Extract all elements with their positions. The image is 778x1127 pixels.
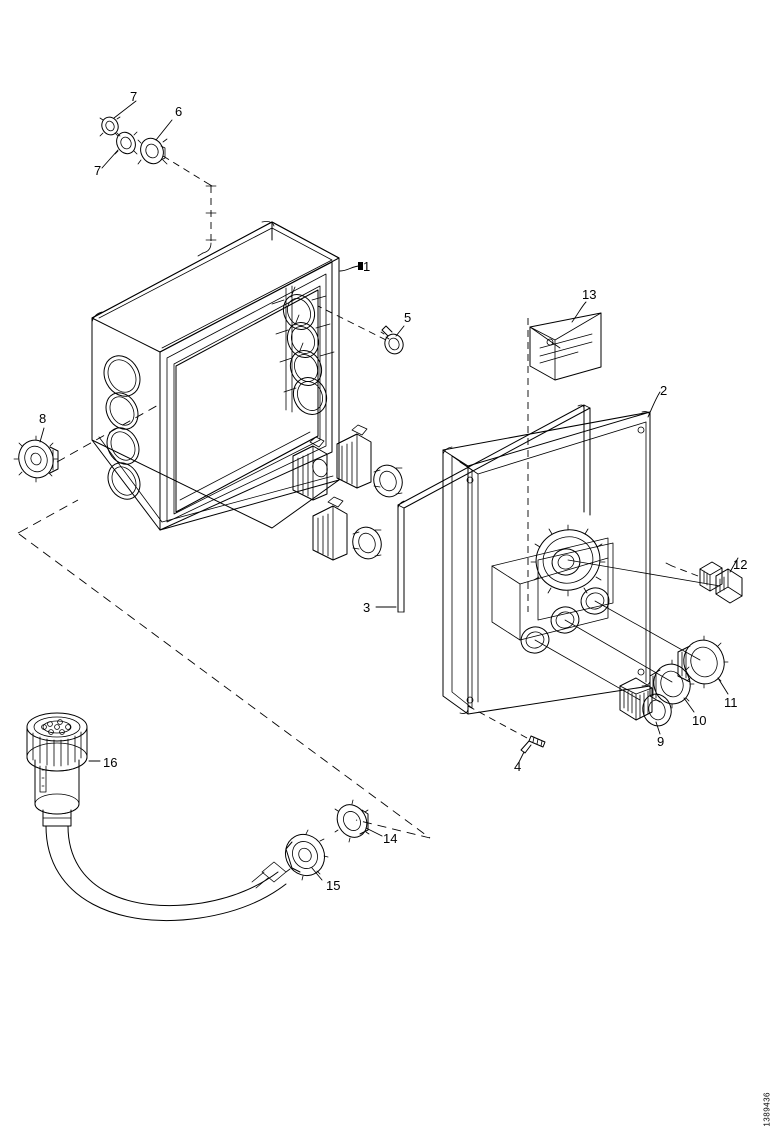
- washer-7-lower: [114, 131, 138, 155]
- part-16-cable-connector: [26, 712, 287, 922]
- callout-2: 2: [660, 383, 668, 398]
- part-9-connector-body: [619, 677, 672, 735]
- exploded-diagram-artwork: [13, 100, 743, 922]
- part-14-washer: [334, 799, 383, 843]
- drawing-number: 1389436: [763, 1092, 772, 1127]
- part-2-cover-panel: [442, 411, 721, 715]
- callout-5: 5: [404, 310, 412, 325]
- callout-9: 9: [657, 734, 665, 749]
- nut-6-hex: [137, 137, 168, 165]
- callout-3: 3: [363, 600, 371, 615]
- callout-leader-lines: [339, 262, 661, 608]
- callout-6: 6: [175, 104, 183, 119]
- callout-16: 16: [103, 755, 118, 770]
- callout-4: 4: [514, 759, 522, 774]
- callout-15: 15: [326, 878, 341, 893]
- fastener-group-6-7: [99, 100, 217, 257]
- callout-14: 14: [383, 831, 398, 846]
- panel-connector-holes: [520, 587, 610, 654]
- callout-13: 13: [582, 287, 597, 302]
- callout-11: 11: [724, 695, 738, 710]
- washer-7-upper: [99, 116, 121, 137]
- callout-1: 1: [363, 259, 371, 274]
- callout-10: 10: [692, 713, 707, 728]
- part-10-connector-nut: [649, 659, 695, 713]
- enclosure-side-holes: [103, 355, 141, 500]
- part-4-screw: [467, 705, 546, 763]
- diagram-sheet: 1 2 3 4 5 6 7 7 8 9 10 11 12 13 14 15 16…: [13, 89, 772, 1127]
- part-5-screw: [317, 305, 405, 355]
- part-3-gasket-frame: [397, 404, 591, 613]
- part-12-fitting: [665, 557, 743, 604]
- callout-7-upper: 7: [130, 89, 138, 104]
- part-1-enclosure-box: [91, 221, 340, 531]
- callout-7-lower: 7: [94, 163, 102, 178]
- part-13-nameplate: [529, 312, 602, 381]
- assembly-axis-lines: [17, 318, 529, 839]
- part-8-grommet: [13, 427, 59, 483]
- part-15-coupling-nut: [284, 829, 329, 881]
- callout-8: 8: [39, 411, 47, 426]
- enclosure-inner-holes: [271, 286, 335, 415]
- callout-12: 12: [733, 557, 748, 572]
- part-11-connector-cap: [677, 635, 729, 695]
- internal-terminal-blocks: [292, 424, 403, 561]
- panel-dial-opening: [530, 524, 606, 597]
